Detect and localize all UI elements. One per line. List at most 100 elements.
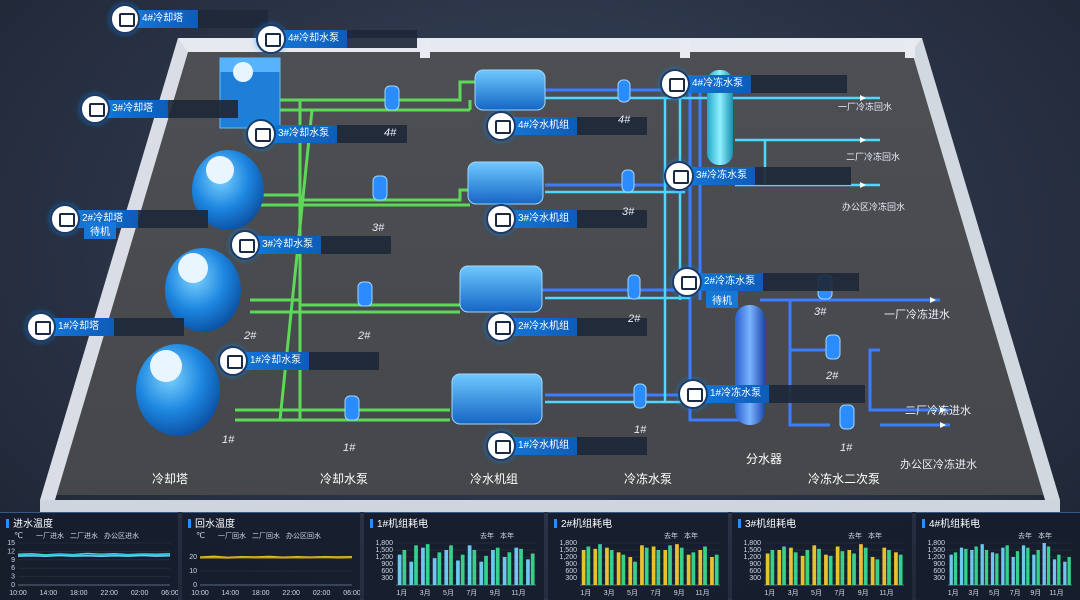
bar (824, 554, 828, 585)
bar (414, 545, 418, 585)
x-tick-label: 11月 (879, 589, 893, 597)
y-tick-label: 12 (7, 548, 15, 555)
legend-item: 去年 (848, 533, 862, 540)
bar (974, 546, 978, 585)
bar (812, 545, 817, 585)
x-tick-label: 06:00 (161, 590, 178, 597)
y-tick-label: 300 (749, 575, 761, 582)
cw-pump-number: 3# (372, 222, 385, 234)
x-tick-label: 5月 (443, 589, 454, 597)
tag-chiller-3[interactable]: 3#冷水机组 (486, 204, 648, 234)
device-icon (486, 204, 516, 234)
bar (514, 547, 519, 585)
x-tick-label: 5月 (811, 589, 822, 597)
tower-number: 1# (222, 434, 235, 446)
x-tick-label: 22:00 (100, 590, 118, 597)
legend-item: 一厂进水 (36, 533, 64, 540)
plant-floor-plan (40, 38, 1060, 512)
legend-item: 本年 (1038, 533, 1052, 540)
cooling-tower-3 (192, 150, 264, 230)
section-label-divider: 分水器 (746, 452, 783, 466)
tag-cooling-tower-1[interactable]: 1#冷却塔 (26, 312, 184, 342)
tag-chiller-2[interactable]: 2#冷水机组 (486, 312, 648, 342)
bar (710, 557, 714, 585)
tag-chilled-pump-2[interactable]: 2#冷冻水泵 (672, 267, 860, 297)
x-tick-label: 7月 (650, 589, 661, 597)
device-icon (26, 312, 56, 342)
bar (765, 553, 770, 585)
y-tick-label: 1,500 (559, 547, 577, 554)
panel-unit: ℃ (196, 531, 205, 540)
y-tick-label: 1,200 (743, 554, 761, 561)
tag-cooling-pump-1[interactable]: 1#冷却水泵 (218, 346, 380, 376)
return-header-tank (707, 70, 733, 165)
legend: 一厂进水二厂进水办公区进水 (36, 531, 145, 541)
bar (1001, 547, 1005, 585)
bar (605, 547, 609, 585)
panel-title: 1#机组耗电 (370, 515, 428, 530)
bar (1036, 550, 1040, 585)
bar (628, 557, 633, 585)
tag-chiller-1[interactable]: 1#冷水机组 (486, 431, 648, 461)
bar (789, 547, 793, 585)
legend: 去年本年 (480, 531, 520, 541)
x-tick-label: 11月 (695, 589, 709, 597)
bar (397, 554, 402, 585)
bar (456, 560, 460, 585)
tag-cooling-pump-3[interactable]: 3#冷却水泵 (246, 119, 408, 149)
pipe-label: 一厂冷冻进水 (884, 309, 950, 321)
tag-chiller-4[interactable]: 4#冷水机组 (486, 111, 648, 141)
bar (691, 552, 696, 585)
y-tick-label: 900 (565, 561, 577, 568)
x-tick-label: 06:00 (343, 590, 360, 597)
x-tick-label: 14:00 (40, 590, 58, 597)
wall-front (40, 500, 1060, 512)
bar (686, 554, 691, 585)
tag-chilled-pump-1[interactable]: 1#冷冻水泵 (678, 379, 866, 409)
tag-chilled-pump-3[interactable]: 3#冷冻水泵 (664, 161, 852, 191)
y-tick-label: 300 (933, 575, 945, 582)
bar (449, 545, 453, 585)
y-tick-label: 1,200 (375, 554, 393, 561)
legend-item: 办公区回水 (286, 533, 321, 540)
legend: 去年本年 (848, 531, 888, 541)
bar (444, 550, 449, 585)
legend-item: 本年 (684, 533, 698, 540)
bar (1057, 554, 1061, 585)
bar (467, 545, 472, 585)
bar (828, 555, 833, 585)
device-icon (256, 24, 286, 54)
tag-cooling-pump-2[interactable]: 3#冷却水泵 (230, 230, 392, 260)
bar (1005, 545, 1009, 585)
chw-pump-number: 3# (622, 206, 635, 218)
bar (526, 559, 530, 585)
x-tick-label: 1月 (580, 589, 591, 597)
y-tick-label: 900 (749, 561, 761, 568)
tag-chilled-pump-4[interactable]: 4#冷冻水泵 (660, 69, 848, 99)
bar (852, 553, 856, 585)
device-icon (218, 346, 248, 376)
wall-left (40, 38, 188, 500)
bar (644, 547, 649, 585)
bar (519, 548, 523, 585)
bar (882, 547, 887, 585)
tag-cooling-tower-2[interactable]: 2#冷却塔 (50, 204, 208, 234)
tag-cooling-tower-3[interactable]: 3#冷却塔 (80, 94, 238, 124)
tag-cooling-pump-4[interactable]: 4#冷却水泵 (256, 24, 418, 54)
device-icon (246, 119, 276, 149)
y-tick-label: 3 (11, 574, 15, 581)
y-tick-label: 900 (933, 561, 945, 568)
x-tick-label: 10:00 (9, 590, 27, 597)
chillers (451, 69, 546, 425)
tower-number: 2# (244, 330, 257, 342)
bar (840, 551, 845, 585)
bar (995, 553, 999, 585)
tag-cooling-tower-4[interactable]: 4#冷却塔 (110, 4, 268, 34)
